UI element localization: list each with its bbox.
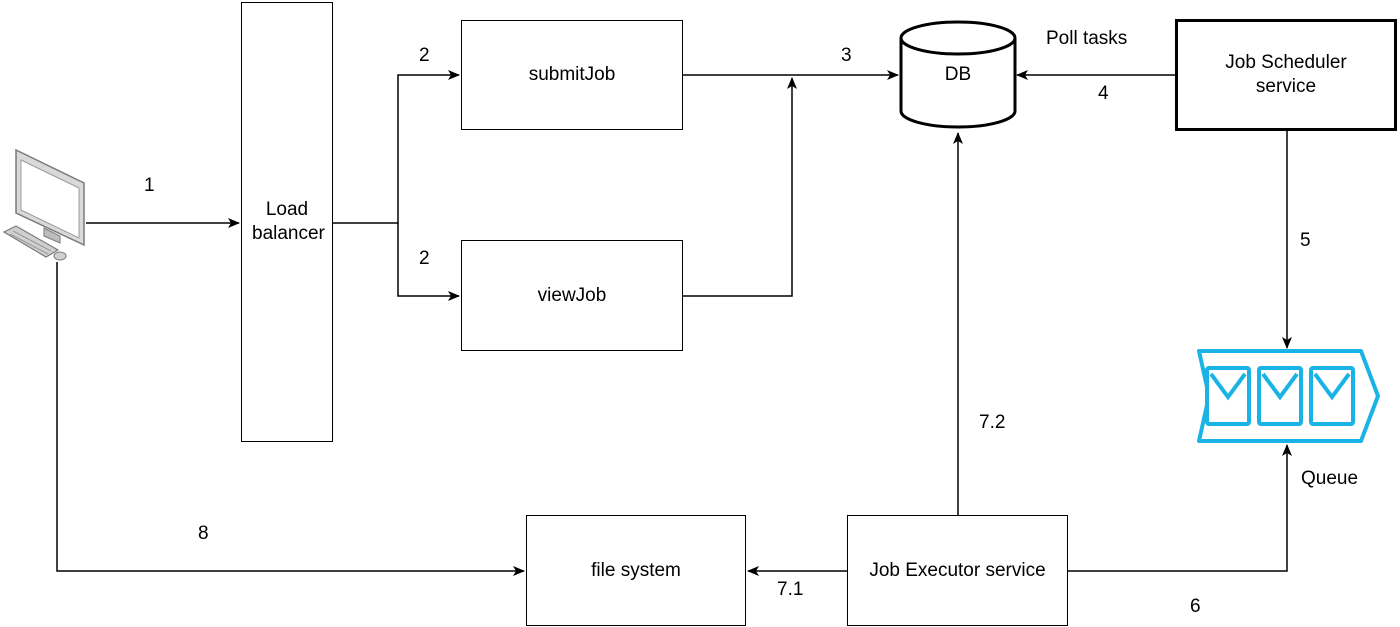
job-scheduler-box: Job Scheduler service	[1175, 19, 1397, 131]
edge-label-4: 4	[1098, 83, 1109, 104]
queue-label: Queue	[1301, 468, 1359, 489]
edge-label-7-2: 7.2	[979, 412, 1006, 433]
db-label: DB	[944, 64, 972, 85]
view-job-box: viewJob	[461, 240, 683, 351]
job-executor-label: Job Executor service	[869, 559, 1046, 581]
job-executor-box: Job Executor service	[847, 515, 1068, 626]
edge-label-5: 5	[1300, 230, 1311, 251]
desktop-computer-icon	[2, 148, 85, 261]
message-queue-icon	[1197, 349, 1380, 443]
edge-label-8: 8	[198, 523, 209, 544]
edge-view-to-db	[683, 77, 797, 297]
submit-job-label: submitJob	[528, 64, 616, 85]
file-system-box: file system	[526, 515, 746, 626]
load-balancer-box: Load balancer	[241, 2, 333, 442]
edge-label-3: 3	[841, 45, 852, 66]
edge-label-2-view: 2	[419, 248, 430, 269]
edge-lb-to-view	[397, 223, 460, 301]
submit-job-box: submitJob	[461, 20, 683, 130]
edge-label-6: 6	[1190, 596, 1201, 617]
job-scheduler-label: Job Scheduler service	[1225, 52, 1347, 97]
edge-label-poll-tasks: Poll tasks	[1046, 28, 1128, 49]
edge-client-to-fs	[56, 262, 525, 576]
edge-label-1: 1	[144, 175, 155, 196]
view-job-label: viewJob	[537, 284, 607, 306]
edge-label-7-1: 7.1	[777, 579, 804, 600]
load-balancer-label: Load balancer	[252, 199, 325, 244]
file-system-label: file system	[591, 559, 681, 581]
edge-label-2-submit: 2	[419, 45, 430, 66]
db-cylinder-icon	[899, 20, 1017, 129]
edge-executor-to-queue	[1068, 444, 1292, 572]
edge-lb-to-submit	[333, 70, 460, 224]
